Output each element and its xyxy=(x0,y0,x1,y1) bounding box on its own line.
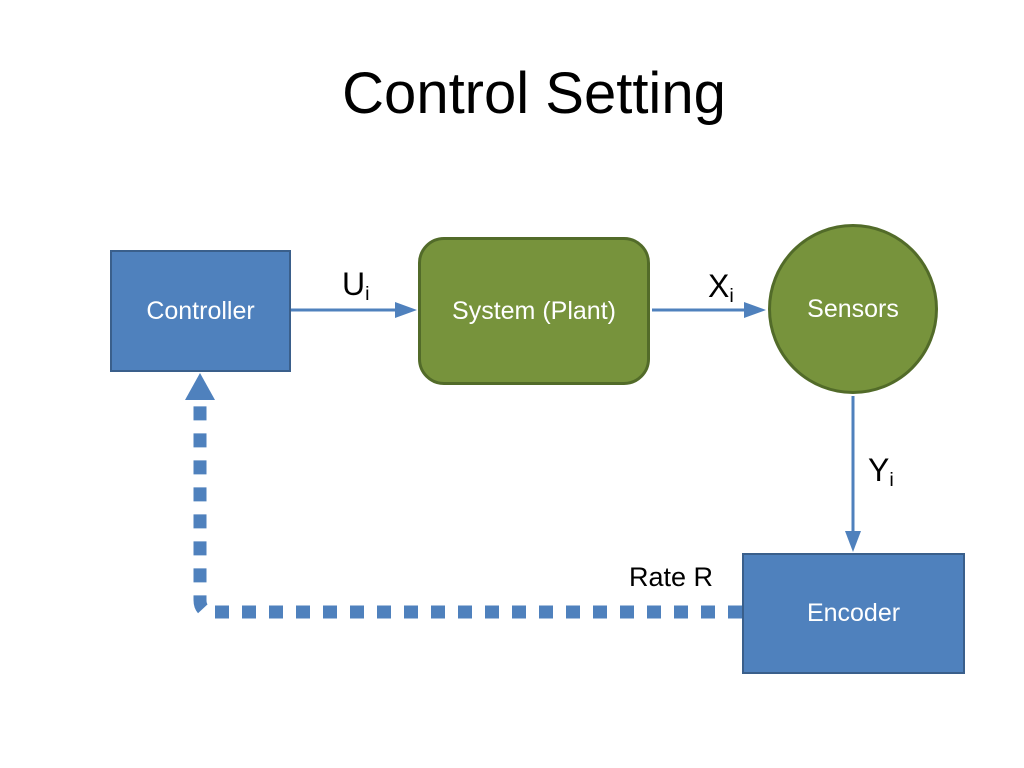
edge-label-x-i: Xi xyxy=(708,268,734,308)
edge-label-y-i-sub: i xyxy=(889,468,894,491)
arrowhead-down-icon xyxy=(845,531,861,552)
arrowhead-right-icon xyxy=(744,302,766,318)
node-controller-label: Controller xyxy=(146,296,255,325)
node-system-plant: System (Plant) xyxy=(418,237,650,385)
node-encoder-label: Encoder xyxy=(806,599,901,627)
edge-label-u-i: Ui xyxy=(342,266,370,306)
edge-label-u-i-sub: i xyxy=(365,282,370,305)
node-sensors: Sensors xyxy=(768,224,938,394)
node-controller: Controller xyxy=(110,250,291,372)
edge-label-rate-r: Rate R xyxy=(629,562,713,593)
edge-label-rate-r-main: Rate R xyxy=(629,562,714,592)
arrowhead-right-icon xyxy=(395,302,417,318)
node-encoder: Encoder xyxy=(742,553,965,674)
edge-label-y-i-main: Y xyxy=(868,452,890,488)
slide-title: Control Setting xyxy=(342,61,726,126)
edge-label-u-i-main: U xyxy=(342,266,366,302)
edge-label-x-i-main: X xyxy=(708,268,730,304)
edge-label-x-i-sub: i xyxy=(729,284,734,307)
edge-label-y-i: Yi xyxy=(868,452,894,492)
node-sensors-label: Sensors xyxy=(807,294,899,323)
node-system-plant-label: System (Plant) xyxy=(452,296,616,325)
arrow-sensors-to-encoder xyxy=(845,396,861,552)
arrowhead-up-icon xyxy=(185,373,215,400)
